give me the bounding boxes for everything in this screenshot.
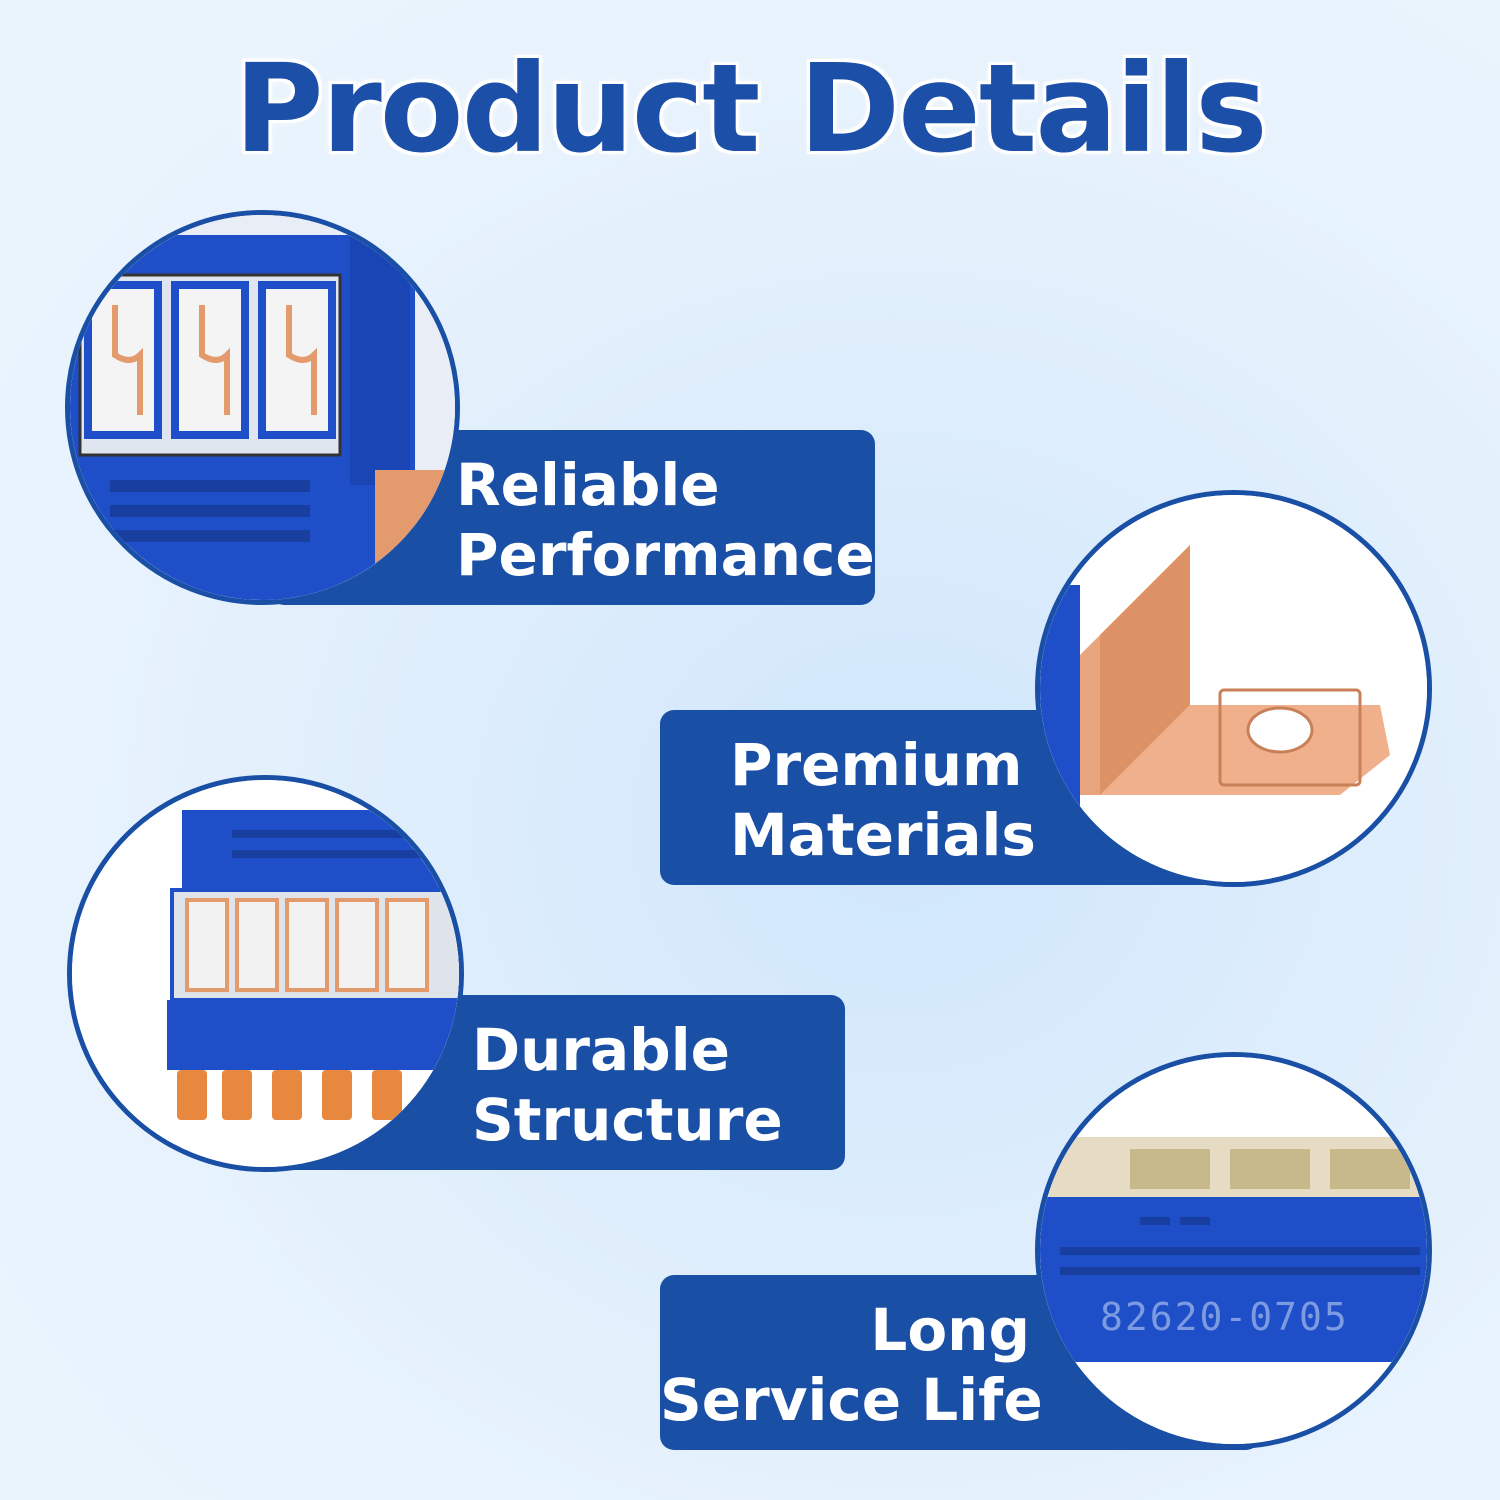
copper-terminal-illustration <box>1040 495 1427 882</box>
feature-label-line2: Materials <box>730 801 1036 869</box>
busbar-illustration-3 <box>1040 1057 1427 1444</box>
feature-label-line1: Reliable <box>456 451 720 519</box>
product-image-busbar-side: 82620-0705 <box>1035 1052 1432 1449</box>
product-image-busbar-top <box>65 210 460 605</box>
feature-label-line2: Service Life <box>660 1366 1043 1434</box>
feature-label-line1: Premium <box>730 731 1023 799</box>
feature-label-line2: Performance <box>456 521 875 589</box>
product-image-busbar-front <box>67 775 464 1172</box>
feature-label-line1: Long <box>870 1296 1030 1364</box>
product-image-copper-terminal <box>1035 490 1432 887</box>
busbar-illustration-1 <box>70 215 455 600</box>
feature-label-line1: Durable <box>472 1016 730 1084</box>
part-number-text: 82620-0705 <box>1100 1295 1349 1339</box>
busbar-illustration-2 <box>72 780 459 1167</box>
feature-label-line2: Structure <box>472 1086 783 1154</box>
page-title: Product Details <box>234 38 1268 180</box>
